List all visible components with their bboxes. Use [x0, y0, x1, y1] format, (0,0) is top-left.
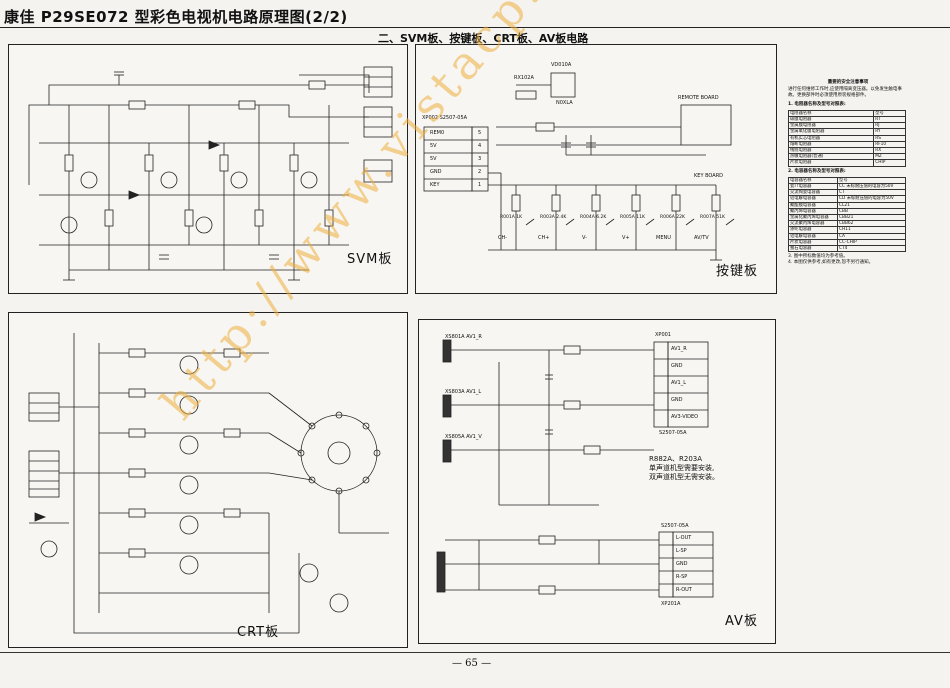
av-out-signal-5: R-OUT: [676, 587, 692, 593]
av-note: R882A、R203A 单声道机型需要安装, 双声道机型无需安装。: [649, 455, 719, 482]
key-label-4: V+: [622, 235, 630, 241]
pin-signal-4: GND: [430, 169, 442, 175]
key-label-5: MENU: [656, 235, 671, 241]
notes-footer-1: 3. 图中所标数值均为参考值。: [788, 254, 848, 260]
av-signal-4: GND: [671, 397, 683, 403]
av-jack-3: XS805A AV1_V: [445, 434, 482, 440]
pin-number-2: 4: [478, 143, 482, 149]
keypad-connector-ref: XP002 S2507-05A: [422, 115, 468, 121]
key-label-6: AV/TV: [694, 235, 709, 241]
table-row: 电阻器名称型号: [787, 109, 906, 118]
pin-number-1: 5: [478, 130, 482, 136]
notes-footer-2: 4. 本图仅供参考,如有更改,恕不另行通知。: [788, 260, 874, 266]
key-resistor-5: R006A 22K: [660, 215, 685, 220]
footer-rule: [0, 652, 950, 653]
pin-number-4: 2: [478, 169, 482, 175]
notes-section-2: 2. 电容器名称及型号对照表:: [788, 168, 846, 174]
ir-part-2: RX102A: [514, 75, 534, 81]
av-out-connector: S2507-05A: [661, 523, 689, 529]
notes-intro: 进行任何维修工作时,应使用隔离变压器。以免发生触电事故。更换部件时必须使用原装规…: [788, 87, 902, 99]
av-signal-3: AV1_L: [671, 380, 686, 386]
av-jack-2: XS803A AV1_L: [445, 389, 482, 395]
safety-notes: 重要的安全注意事项 进行任何维修工作时,应使用隔离变压器。以免发生触电事故。更换…: [787, 80, 908, 267]
av-out-signal-1: L-OUT: [676, 535, 692, 541]
av-board-label: AV板: [725, 614, 758, 629]
key-label-2: CH+: [538, 235, 550, 241]
pin-signal-2: 5V: [430, 143, 437, 149]
av-note-line-3: 双声道机型无需安装。: [649, 473, 719, 481]
av-note-line-2: 单声道机型需要安装,: [649, 464, 715, 472]
pin-signal-5: KEY: [430, 182, 440, 188]
keypad-schematic: [423, 72, 735, 261]
av-signal-1: AV1_R: [671, 346, 687, 352]
av-out-signal-4: R-SP: [676, 574, 688, 580]
keypad-panel: XP002 S2507-05A VD010A RX102A N0XLA REMO…: [415, 44, 777, 294]
av-jack-1: XS801A AV1_R: [445, 334, 482, 340]
keypad-board-label: 按键板: [716, 264, 759, 279]
page-number: — 65 —: [452, 658, 492, 669]
remote-board-label: REMOTE BOARD: [678, 95, 719, 101]
svm-schematic: [28, 66, 393, 281]
pin-signal-1: REM0: [430, 130, 445, 136]
av-connector-type: S2507-05A: [659, 430, 687, 436]
header-rule: [0, 27, 950, 28]
av-panel: XS801A AV1_R XS803A AV1_L XS805A AV1_V X…: [418, 319, 776, 644]
page-title: 康佳 P29SE072 型彩色电视机电路原理图(2/2): [4, 8, 348, 26]
key-resistor-6: R007A 51K: [700, 215, 725, 220]
svm-board-label: SVM板: [347, 252, 393, 267]
crt-board-label: CRT板: [237, 625, 280, 640]
av-signal-2: GND: [671, 363, 683, 369]
av-out-signal-2: L-SP: [676, 548, 687, 554]
av-note-line-1: R882A、R203A: [649, 455, 703, 463]
notes-title: 重要的安全注意事项: [827, 80, 869, 85]
crt-schematic: [28, 333, 389, 634]
pin-number-5: 1: [478, 182, 482, 188]
ir-part-3: N0XLA: [556, 100, 573, 106]
av-schematic: [436, 339, 714, 598]
av-signal-5: AV3-VIDEO: [671, 414, 699, 420]
svm-panel: SVM板: [8, 44, 408, 294]
av-out-ref: XP201A: [661, 601, 681, 607]
key-resistor-4: R005A 11K: [620, 215, 645, 220]
notes-section-1: 1. 电阻器名称及型号对照表:: [788, 101, 846, 107]
pin-number-3: 3: [478, 156, 482, 162]
ir-part-1: VD010A: [551, 62, 572, 68]
key-resistor-1: R001A 1K: [500, 215, 523, 220]
pin-signal-3: 5V: [430, 156, 437, 162]
key-board-label: KEY BOARD: [694, 173, 724, 179]
av-out-signal-3: GND: [676, 561, 688, 567]
av-connector-ref: XP001: [655, 332, 671, 338]
key-label-1: CH-: [498, 235, 508, 241]
section-title: 二、SVM板、按键板、CRT板、AV板电路: [378, 32, 589, 45]
key-resistor-3: R004A 6.2K: [580, 215, 607, 220]
key-label-3: V-: [582, 235, 587, 241]
crt-panel: CRT板: [8, 312, 408, 648]
key-resistor-2: R003A 2.4K: [540, 215, 567, 220]
